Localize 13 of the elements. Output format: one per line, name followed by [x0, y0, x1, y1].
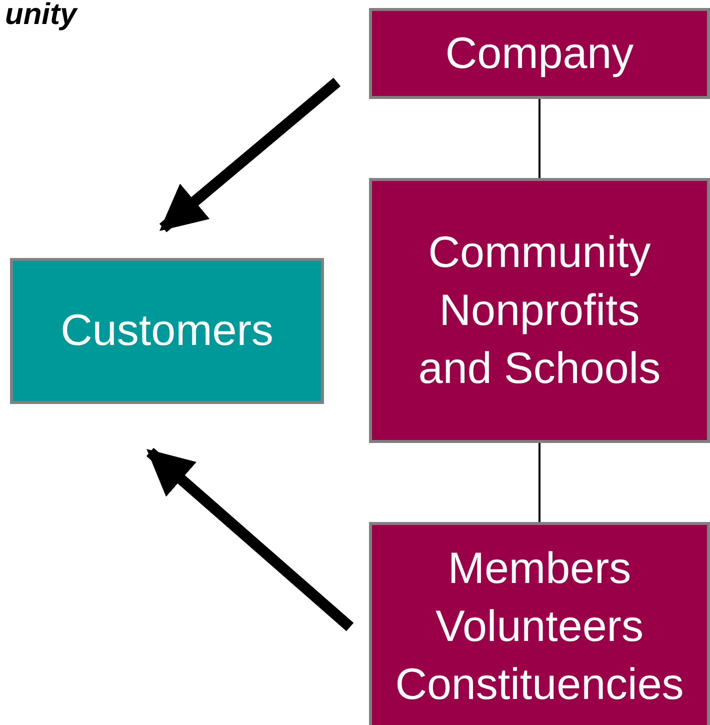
title-fragment: unity [5, 0, 77, 30]
customer-box [10, 258, 324, 404]
connector-line [538, 99, 540, 178]
node-text: Company [445, 28, 634, 80]
node-text: Community Nonprofits and Schools [417, 226, 662, 394]
arrow [159, 78, 341, 232]
node-text: Members Volunteers Constituencies [394, 543, 685, 711]
arrow [146, 448, 354, 632]
org-box [369, 178, 710, 443]
org-box [369, 8, 710, 99]
connector-line [538, 443, 540, 522]
node-text: Customers [60, 305, 274, 357]
org-box [369, 522, 710, 725]
